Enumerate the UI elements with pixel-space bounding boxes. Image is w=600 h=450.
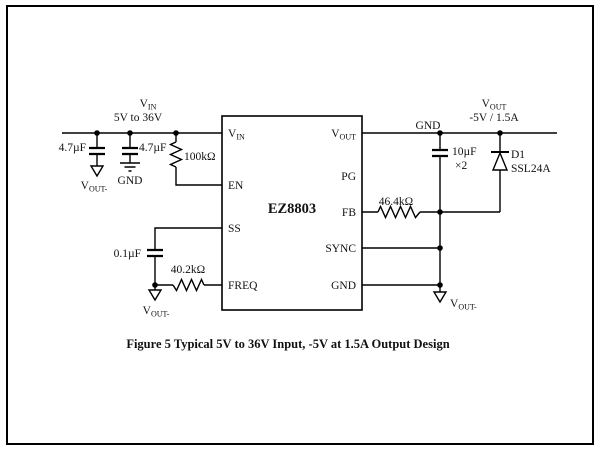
- output-cap-label: 10µF: [452, 146, 477, 158]
- junction-dots: [94, 130, 503, 288]
- vout-neg-label-1: VOUT-: [81, 180, 108, 194]
- input-cap2: [122, 146, 138, 156]
- gnd-label: GND: [118, 175, 143, 187]
- pin-label-gnd: GND: [331, 280, 356, 292]
- vin-label: VIN: [140, 98, 157, 112]
- input-cap1-label: 4.7µF: [59, 142, 86, 154]
- enable-resistor-label: 100kΩ: [184, 151, 216, 163]
- freq-resistor-label: 40.2kΩ: [171, 264, 205, 276]
- vout-neg-symbol-1: [89, 165, 105, 178]
- pin-label-en: EN: [228, 180, 244, 192]
- ground-symbol: [120, 162, 140, 172]
- vout-label: VOUT: [482, 98, 507, 112]
- pin-label-sync: SYNC: [325, 243, 356, 255]
- vout-neg-label-2: VOUT-: [143, 305, 170, 319]
- ic-name: EZ8803: [268, 201, 316, 217]
- output-cap: [432, 148, 448, 158]
- fb-resistor-label: 46.4kΩ: [379, 196, 413, 208]
- vin-range-label: 5V to 36V: [114, 112, 163, 124]
- pin-label-fb: FB: [342, 207, 356, 219]
- input-cap1: [89, 146, 105, 156]
- pin-label-vin: VIN: [228, 128, 245, 142]
- ss-wire: [154, 227, 222, 285]
- vout-neg-symbol-3: [432, 291, 448, 304]
- figure-caption: Figure 5 Typical 5V to 36V Input, -5V at…: [126, 337, 449, 351]
- ic-body: [221, 115, 363, 311]
- input-cap2-label: 4.7µF: [139, 142, 166, 154]
- page-border: [6, 5, 594, 445]
- diode-part-label: SSL24A: [511, 163, 551, 175]
- catch-diode: [491, 151, 509, 171]
- ss-cap: [147, 248, 163, 258]
- vout-neg-label-3: VOUT-: [450, 298, 477, 312]
- pin-label-ss: SS: [228, 223, 241, 235]
- pin-label-pg: PG: [341, 171, 356, 183]
- ss-cap-label: 0.1µF: [114, 248, 141, 260]
- enable-resistor: [168, 141, 184, 168]
- vout-rating-label: -5V / 1.5A: [469, 112, 519, 124]
- output-gnd-label: GND: [416, 120, 441, 132]
- diode-ref-label: D1: [511, 149, 525, 161]
- freq-resistor: [172, 277, 205, 293]
- output-cap-mult-label: ×2: [455, 160, 467, 172]
- pin-label-vout: VOUT: [331, 128, 356, 142]
- pin-label-freq: FREQ: [228, 280, 258, 292]
- fb-resistor: [377, 204, 421, 220]
- vout-neg-symbol-2: [147, 289, 163, 302]
